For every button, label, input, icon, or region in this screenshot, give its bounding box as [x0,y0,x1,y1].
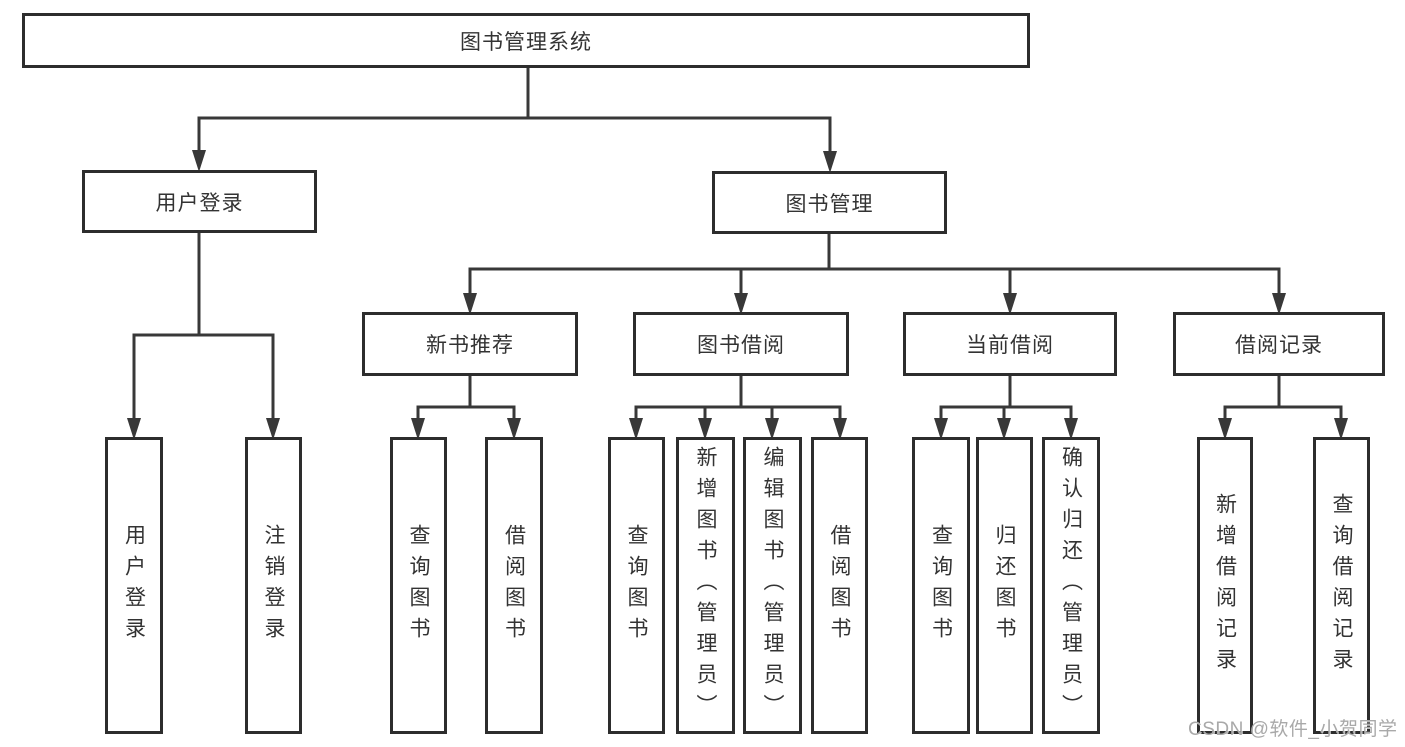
connector-current-borrow-children [934,374,1078,440]
leaf-br-query-record-label: 查询借阅记录 [1330,492,1353,679]
leaf-br-add-record: 新增借阅记录 [1197,437,1253,734]
leaf-logout: 注销登录 [245,437,302,734]
leaf-cb-confirm-return-label: 确认归还（管理员） [1059,446,1083,725]
csdn-watermark: CSDN @软件_小贺同学 [1188,719,1398,740]
leaf-br-add-record-label: 新增借阅记录 [1213,492,1237,679]
node-borrow-record: 借阅记录 [1173,312,1385,376]
leaf-bb-edit-book: 编辑图书（管理员） [743,437,802,734]
node-new-book-recommend-label: 新书推荐 [426,334,514,357]
leaf-bb-query-book: 查询图书 [608,437,665,734]
leaf-logout-label: 注销登录 [262,523,285,648]
node-borrow-record-label: 借阅记录 [1235,334,1323,357]
connector-root-to-level2 [192,66,837,173]
leaf-user-login: 用户登录 [105,437,163,734]
connector-user-login-children [127,231,280,440]
leaf-bb-borrow-book-label: 借阅图书 [828,523,851,648]
connector-borrow-record-children [1218,374,1348,440]
node-book-borrow: 图书借阅 [633,312,849,376]
node-user-login: 用户登录 [82,170,317,233]
connector-book-borrow-children [629,374,847,440]
node-user-login-label: 用户登录 [155,191,244,215]
leaf-bb-borrow-book: 借阅图书 [811,437,868,734]
leaf-bb-add-book: 新增图书（管理员） [676,437,735,734]
connector-new-book-children [411,374,521,440]
leaf-nb-query-book: 查询图书 [390,437,447,734]
leaf-nb-borrow-book: 借阅图书 [485,437,543,734]
leaf-user-login-label: 用户登录 [122,523,146,648]
node-current-borrow: 当前借阅 [903,312,1117,376]
node-book-borrow-label: 图书借阅 [697,334,785,357]
leaf-br-query-record: 查询借阅记录 [1313,437,1370,734]
leaf-bb-query-book-label: 查询图书 [625,523,648,648]
leaf-bb-edit-book-label: 编辑图书（管理员） [761,446,784,725]
node-root-label: 图书管理系统 [460,30,592,54]
leaf-bb-add-book-label: 新增图书（管理员） [694,446,717,725]
leaf-cb-return-book: 归还图书 [976,437,1033,734]
leaf-nb-borrow-book-label: 借阅图书 [502,523,526,648]
node-book-mgmt: 图书管理 [712,171,947,234]
connector-book-mgmt-children [463,232,1286,315]
leaf-cb-query-book-label: 查询图书 [929,523,953,648]
node-root: 图书管理系统 [22,13,1030,68]
leaf-nb-query-book-label: 查询图书 [407,523,430,648]
node-book-mgmt-label: 图书管理 [785,192,874,216]
leaf-cb-return-book-label: 归还图书 [993,523,1016,648]
leaf-cb-confirm-return: 确认归还（管理员） [1042,437,1100,734]
node-new-book-recommend: 新书推荐 [362,312,578,376]
leaf-cb-query-book: 查询图书 [912,437,970,734]
node-current-borrow-label: 当前借阅 [966,334,1054,357]
